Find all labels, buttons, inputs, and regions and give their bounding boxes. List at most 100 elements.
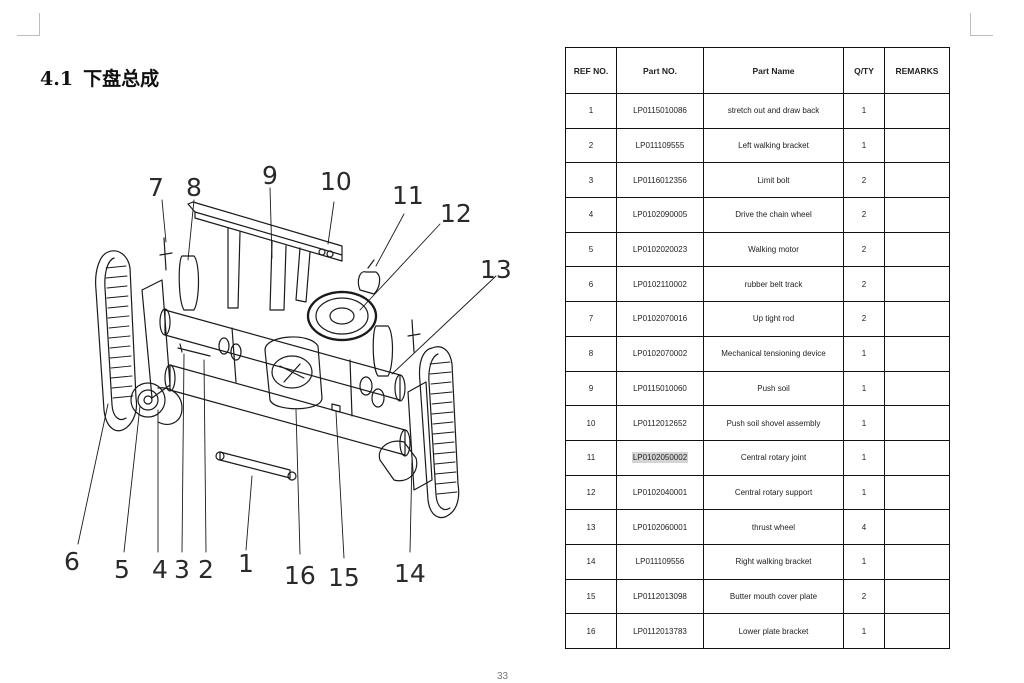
cell-remarks — [884, 93, 950, 129]
cell-part-name: Walking motor — [703, 231, 844, 268]
callout-14: 14 — [394, 559, 426, 588]
cell-part-no: LP0102110002 — [616, 266, 704, 303]
cell-qty: 2 — [843, 197, 885, 233]
callout-8: 8 — [186, 173, 202, 202]
cell-ref-no: 13 — [565, 509, 617, 545]
cell-ref-no: 12 — [565, 474, 617, 511]
thrust-wheels — [218, 337, 385, 408]
cell-qty: 1 — [843, 335, 885, 372]
cell-remarks — [884, 127, 950, 164]
hydraulic-cylinder — [215, 451, 297, 481]
cell-remarks — [884, 197, 950, 233]
cell-part-name: Left walking bracket — [703, 127, 844, 164]
page-number: 33 — [497, 671, 509, 682]
cell-qty: 1 — [843, 127, 885, 164]
cell-qty: 1 — [843, 543, 885, 580]
cell-qty: 1 — [843, 474, 885, 511]
up-tight-rod-left — [159, 237, 173, 271]
cell-remarks — [884, 474, 950, 511]
cell-qty: 2 — [843, 231, 885, 268]
cell-ref-no: 2 — [565, 127, 617, 164]
cell-ref-no: 3 — [565, 162, 617, 199]
cell-part-no: LP0102050002 — [616, 439, 704, 476]
cell-qty: 1 — [843, 405, 885, 441]
lower-plate-bracket — [159, 308, 411, 457]
cell-part-name: Drive the chain wheel — [703, 197, 844, 233]
cell-qty: 2 — [843, 162, 885, 199]
highlighted-part-no: LP0102050002 — [631, 452, 689, 464]
limit-bolt — [177, 343, 211, 357]
header-part-no: Part NO. — [616, 47, 704, 94]
cell-part-name: Mechanical tensioning device — [703, 335, 844, 372]
crop-mark-top-left — [17, 13, 40, 36]
cell-part-no: LP011109555 — [616, 127, 704, 164]
right-track — [418, 346, 460, 519]
cell-part-no: LP0115010060 — [616, 370, 704, 407]
cell-qty: 2 — [843, 266, 885, 303]
cell-ref-no: 15 — [565, 578, 617, 615]
cell-part-no: LP0112013098 — [616, 578, 704, 615]
cell-part-name: Push soil — [703, 370, 844, 407]
cell-ref-no: 16 — [565, 613, 617, 649]
cell-ref-no: 1 — [565, 93, 617, 129]
cell-part-name: Central rotary joint — [703, 439, 844, 476]
central-rotary-joint — [264, 336, 323, 410]
tensioning-device-left — [178, 255, 200, 311]
exploded-assembly-diagram: 7 8 9 10 11 12 13 6 5 4 3 2 1 16 15 14 — [64, 161, 512, 592]
cell-part-name: rubber belt track — [703, 266, 844, 303]
cell-remarks — [884, 335, 950, 372]
callout-12: 12 — [440, 199, 472, 228]
right-walking-bracket — [407, 381, 433, 491]
cell-part-no: LP0102070016 — [616, 301, 704, 337]
cell-part-no: LP0112013783 — [616, 613, 704, 649]
callout-6: 6 — [64, 547, 80, 576]
callout-16: 16 — [284, 561, 316, 590]
callout-9: 9 — [262, 161, 278, 190]
cell-ref-no: 11 — [565, 439, 617, 476]
callout-3: 3 — [174, 555, 190, 584]
cell-qty: 1 — [843, 93, 885, 129]
header-part-name: Part Name — [703, 47, 844, 94]
cell-qty: 2 — [843, 301, 885, 337]
callout-4: 4 — [152, 555, 168, 584]
cell-remarks — [884, 439, 950, 476]
crop-mark-top-right — [970, 13, 993, 36]
section-number: 4.1 — [40, 68, 74, 90]
cell-ref-no: 14 — [565, 543, 617, 580]
cell-part-no: LP0102070002 — [616, 335, 704, 372]
cell-remarks — [884, 509, 950, 545]
cell-part-name: Butter mouth cover plate — [703, 578, 844, 615]
callout-10: 10 — [320, 167, 352, 196]
cell-qty: 2 — [843, 578, 885, 615]
callout-2: 2 — [198, 555, 214, 584]
cell-remarks — [884, 578, 950, 615]
callout-1: 1 — [238, 549, 254, 578]
cell-remarks — [884, 231, 950, 268]
butter-mouth-cover-plate — [331, 403, 341, 413]
up-tight-rod-right — [407, 319, 421, 353]
cell-part-no: LP0116012356 — [616, 162, 704, 199]
tensioning-device-right — [372, 325, 394, 377]
callout-7: 7 — [148, 173, 164, 202]
walking-motor — [130, 382, 183, 425]
cell-part-name: stretch out and draw back — [703, 93, 844, 129]
cell-remarks — [884, 162, 950, 199]
cell-part-no: LP0112012652 — [616, 405, 704, 441]
cell-remarks — [884, 543, 950, 580]
cell-part-name: thrust wheel — [703, 509, 844, 545]
